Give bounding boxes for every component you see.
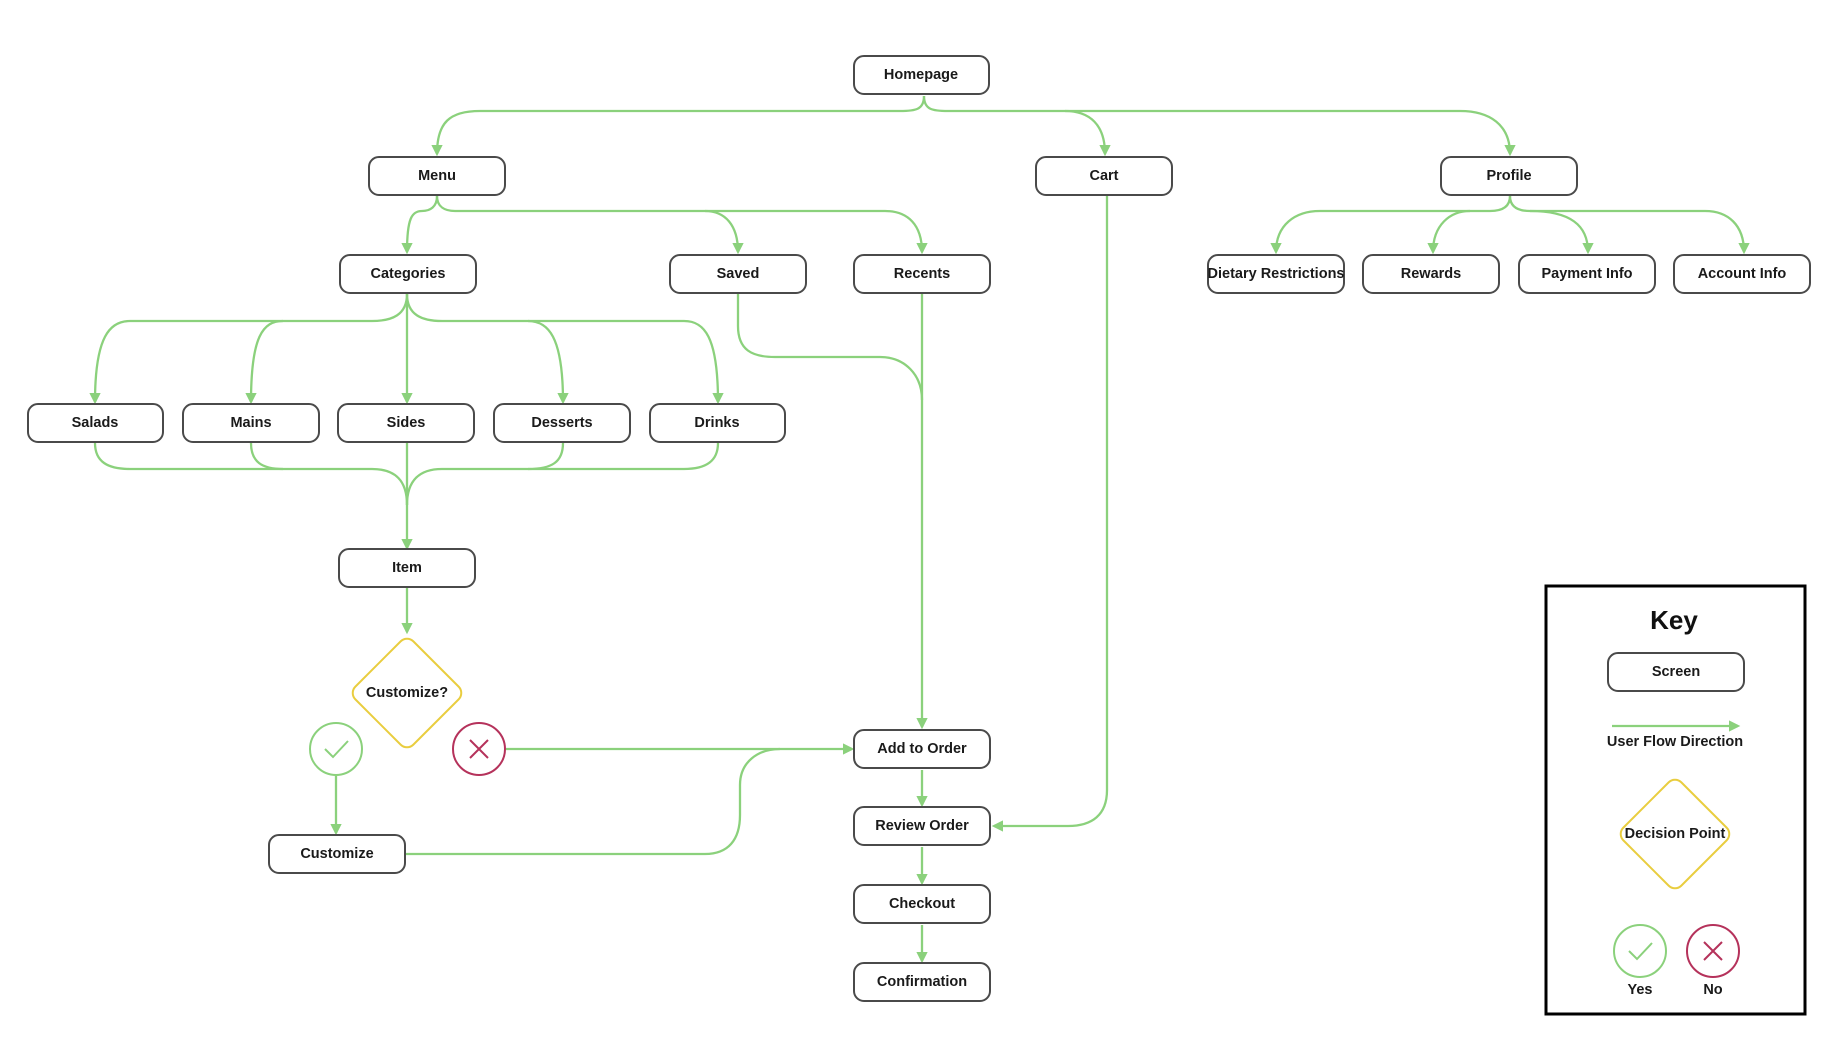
- edge-categories-desserts: [405, 293, 569, 405]
- node-label: Checkout: [889, 896, 955, 912]
- node-label: Review Order: [875, 818, 969, 834]
- node-recents[interactable]: Recents: [853, 254, 991, 294]
- node-mains[interactable]: Mains: [182, 403, 320, 443]
- key-screen-label: Screen: [1652, 664, 1700, 680]
- node-label: Mains: [230, 415, 271, 431]
- node-sides[interactable]: Sides: [337, 403, 475, 443]
- node-saved[interactable]: Saved: [669, 254, 807, 294]
- node-label: Homepage: [884, 67, 958, 83]
- node-add-to-order[interactable]: Add to Order: [853, 729, 991, 769]
- edge-homepage-profile: [1065, 109, 1516, 157]
- node-label: Sides: [387, 415, 426, 431]
- yes-option[interactable]: [309, 722, 363, 776]
- edge-profile-payment: [1508, 195, 1594, 255]
- edge-homepage-menu: [431, 95, 926, 157]
- node-label: Drinks: [694, 415, 739, 431]
- check-icon: [324, 740, 349, 759]
- node-label: Account Info: [1698, 266, 1787, 282]
- node-item[interactable]: Item: [338, 548, 476, 588]
- close-icon: [1703, 941, 1723, 961]
- node-rewards[interactable]: Rewards: [1362, 254, 1500, 294]
- node-label: Menu: [418, 168, 456, 184]
- edge-categories-mains: [245, 319, 284, 405]
- node-label: Rewards: [1401, 266, 1461, 282]
- decision-customize[interactable]: Customize?: [349, 635, 465, 751]
- node-label: Confirmation: [877, 974, 967, 990]
- key-title: Key: [1650, 605, 1698, 635]
- edge-menu-saved: [435, 195, 744, 255]
- node-checkout[interactable]: Checkout: [853, 884, 991, 924]
- edge-drinks-item: [405, 442, 720, 506]
- key-yes-label: Yes: [1628, 982, 1653, 998]
- node-payment-info[interactable]: Payment Info: [1518, 254, 1656, 294]
- edge-categories-salads: [89, 293, 409, 405]
- node-label: Cart: [1089, 168, 1118, 184]
- edge-cart-review-order: [991, 196, 1109, 832]
- node-review-order[interactable]: Review Order: [853, 806, 991, 846]
- edge-profile-dietary: [1270, 195, 1512, 255]
- key-decision-sample: Decision Point: [1619, 778, 1731, 890]
- close-icon: [469, 739, 489, 759]
- check-icon: [1628, 942, 1653, 961]
- decision-label: Customize?: [366, 685, 448, 701]
- node-label: Saved: [717, 266, 760, 282]
- node-label: Payment Info: [1541, 266, 1632, 282]
- node-drinks[interactable]: Drinks: [649, 403, 786, 443]
- node-confirmation[interactable]: Confirmation: [853, 962, 991, 1002]
- node-dietary-restrictions[interactable]: Dietary Restrictions: [1207, 254, 1345, 294]
- node-salads[interactable]: Salads: [27, 403, 164, 443]
- node-label: Customize: [300, 846, 373, 862]
- node-homepage[interactable]: Homepage: [853, 55, 990, 95]
- node-customize[interactable]: Customize: [268, 834, 406, 874]
- node-menu[interactable]: Menu: [368, 156, 506, 196]
- node-profile[interactable]: Profile: [1440, 156, 1578, 196]
- node-label: Dietary Restrictions: [1208, 266, 1345, 282]
- key-screen-sample: Screen: [1607, 652, 1745, 692]
- node-label: Add to Order: [877, 741, 967, 757]
- key-no-sample: [1686, 924, 1740, 978]
- node-label: Salads: [72, 415, 119, 431]
- node-label: Item: [392, 560, 422, 576]
- edge-profile-account: [1530, 209, 1750, 255]
- node-label: Categories: [371, 266, 446, 282]
- key-no-label: No: [1703, 982, 1722, 998]
- node-cart[interactable]: Cart: [1035, 156, 1173, 196]
- node-label: Profile: [1486, 168, 1531, 184]
- edge-menu-recents: [705, 209, 928, 255]
- edge-customize-add-to-order: [406, 743, 855, 856]
- flow-edges: [89, 95, 1750, 964]
- node-account-info[interactable]: Account Info: [1673, 254, 1811, 294]
- edge-profile-rewards: [1427, 209, 1471, 255]
- no-option[interactable]: [452, 722, 506, 776]
- key-flow-label: User Flow Direction: [1607, 734, 1743, 750]
- node-label: Recents: [894, 266, 950, 282]
- edge-desserts-item: [527, 442, 565, 471]
- node-label: Desserts: [531, 415, 592, 431]
- edge-mains-item: [249, 442, 284, 471]
- key-yes-sample: [1613, 924, 1667, 978]
- key-legend: Key Screen User Flow Direction Decision …: [1544, 584, 1807, 1016]
- edge-homepage-cart: [922, 95, 1111, 157]
- node-desserts[interactable]: Desserts: [493, 403, 631, 443]
- edge-categories-drinks: [528, 319, 724, 405]
- edge-menu-categories: [401, 195, 439, 255]
- node-categories[interactable]: Categories: [339, 254, 477, 294]
- key-decision-label: Decision Point: [1625, 826, 1726, 842]
- edge-salads-item: [93, 442, 409, 506]
- edge-saved-add-to-order: [736, 294, 924, 401]
